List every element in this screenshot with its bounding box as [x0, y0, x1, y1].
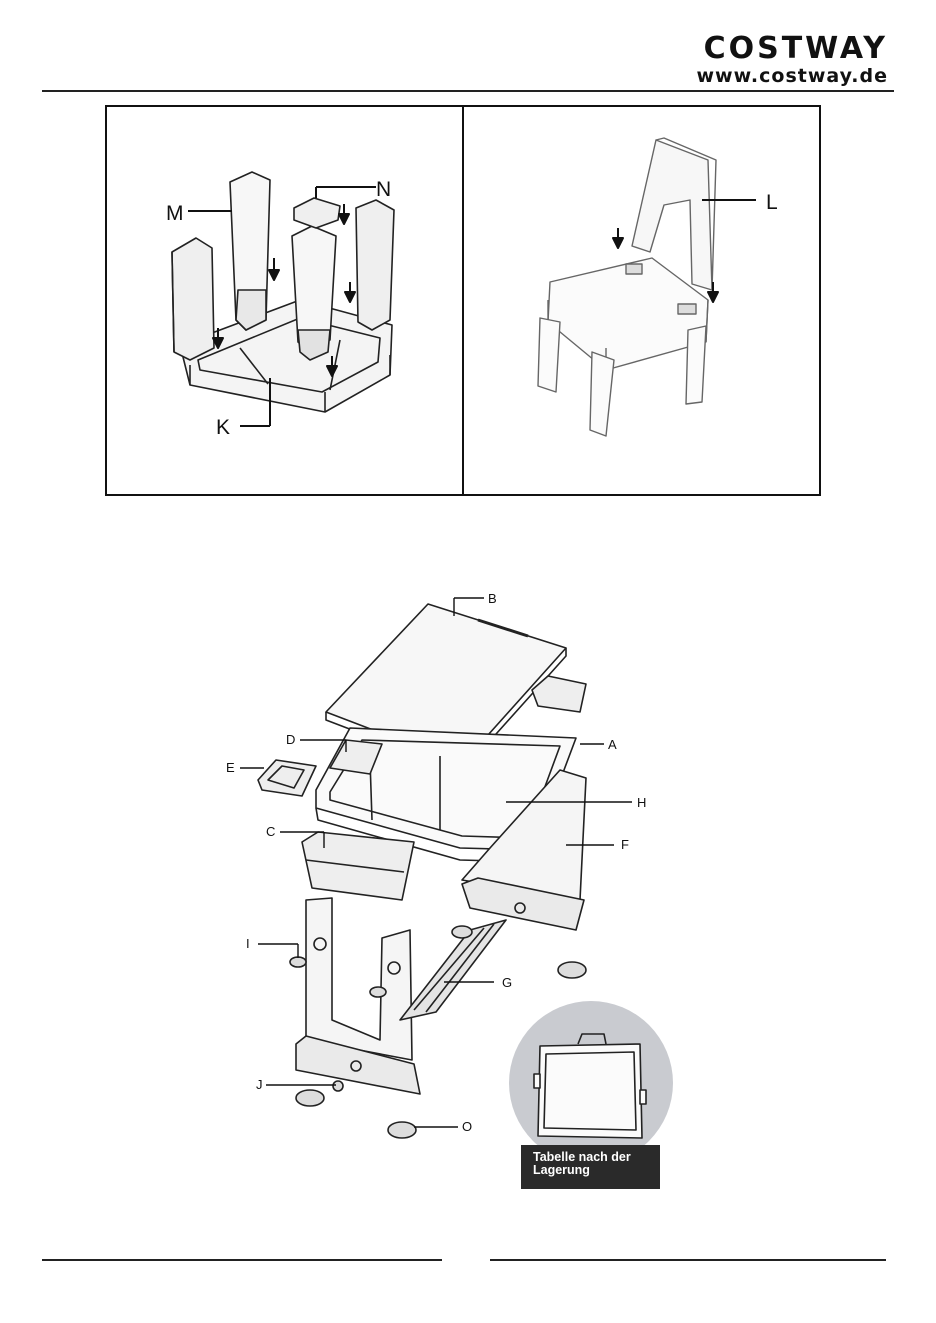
chair-backrest-illustration: [538, 138, 756, 436]
label-e: E: [226, 760, 235, 775]
inset-caption-box: Tabelle nach der Lagerung: [521, 1145, 660, 1189]
label-k: K: [216, 416, 230, 439]
label-h: H: [637, 795, 646, 810]
label-d: D: [286, 732, 295, 747]
label-m: M: [166, 202, 184, 225]
label-f: F: [621, 837, 629, 852]
label-c: C: [266, 824, 275, 839]
label-g: G: [502, 975, 512, 990]
footer-divider-right: [490, 1259, 886, 1261]
stool-legs-illustration: [172, 172, 394, 426]
inset-caption: Tabelle nach der Lagerung: [533, 1151, 660, 1177]
label-n: N: [376, 178, 391, 201]
label-a: A: [608, 737, 617, 752]
label-i: I: [246, 936, 250, 951]
label-o: O: [462, 1119, 472, 1134]
label-b: B: [488, 591, 497, 606]
label-j: J: [256, 1077, 263, 1092]
label-l: L: [766, 191, 778, 214]
footer-divider-left: [42, 1259, 442, 1261]
